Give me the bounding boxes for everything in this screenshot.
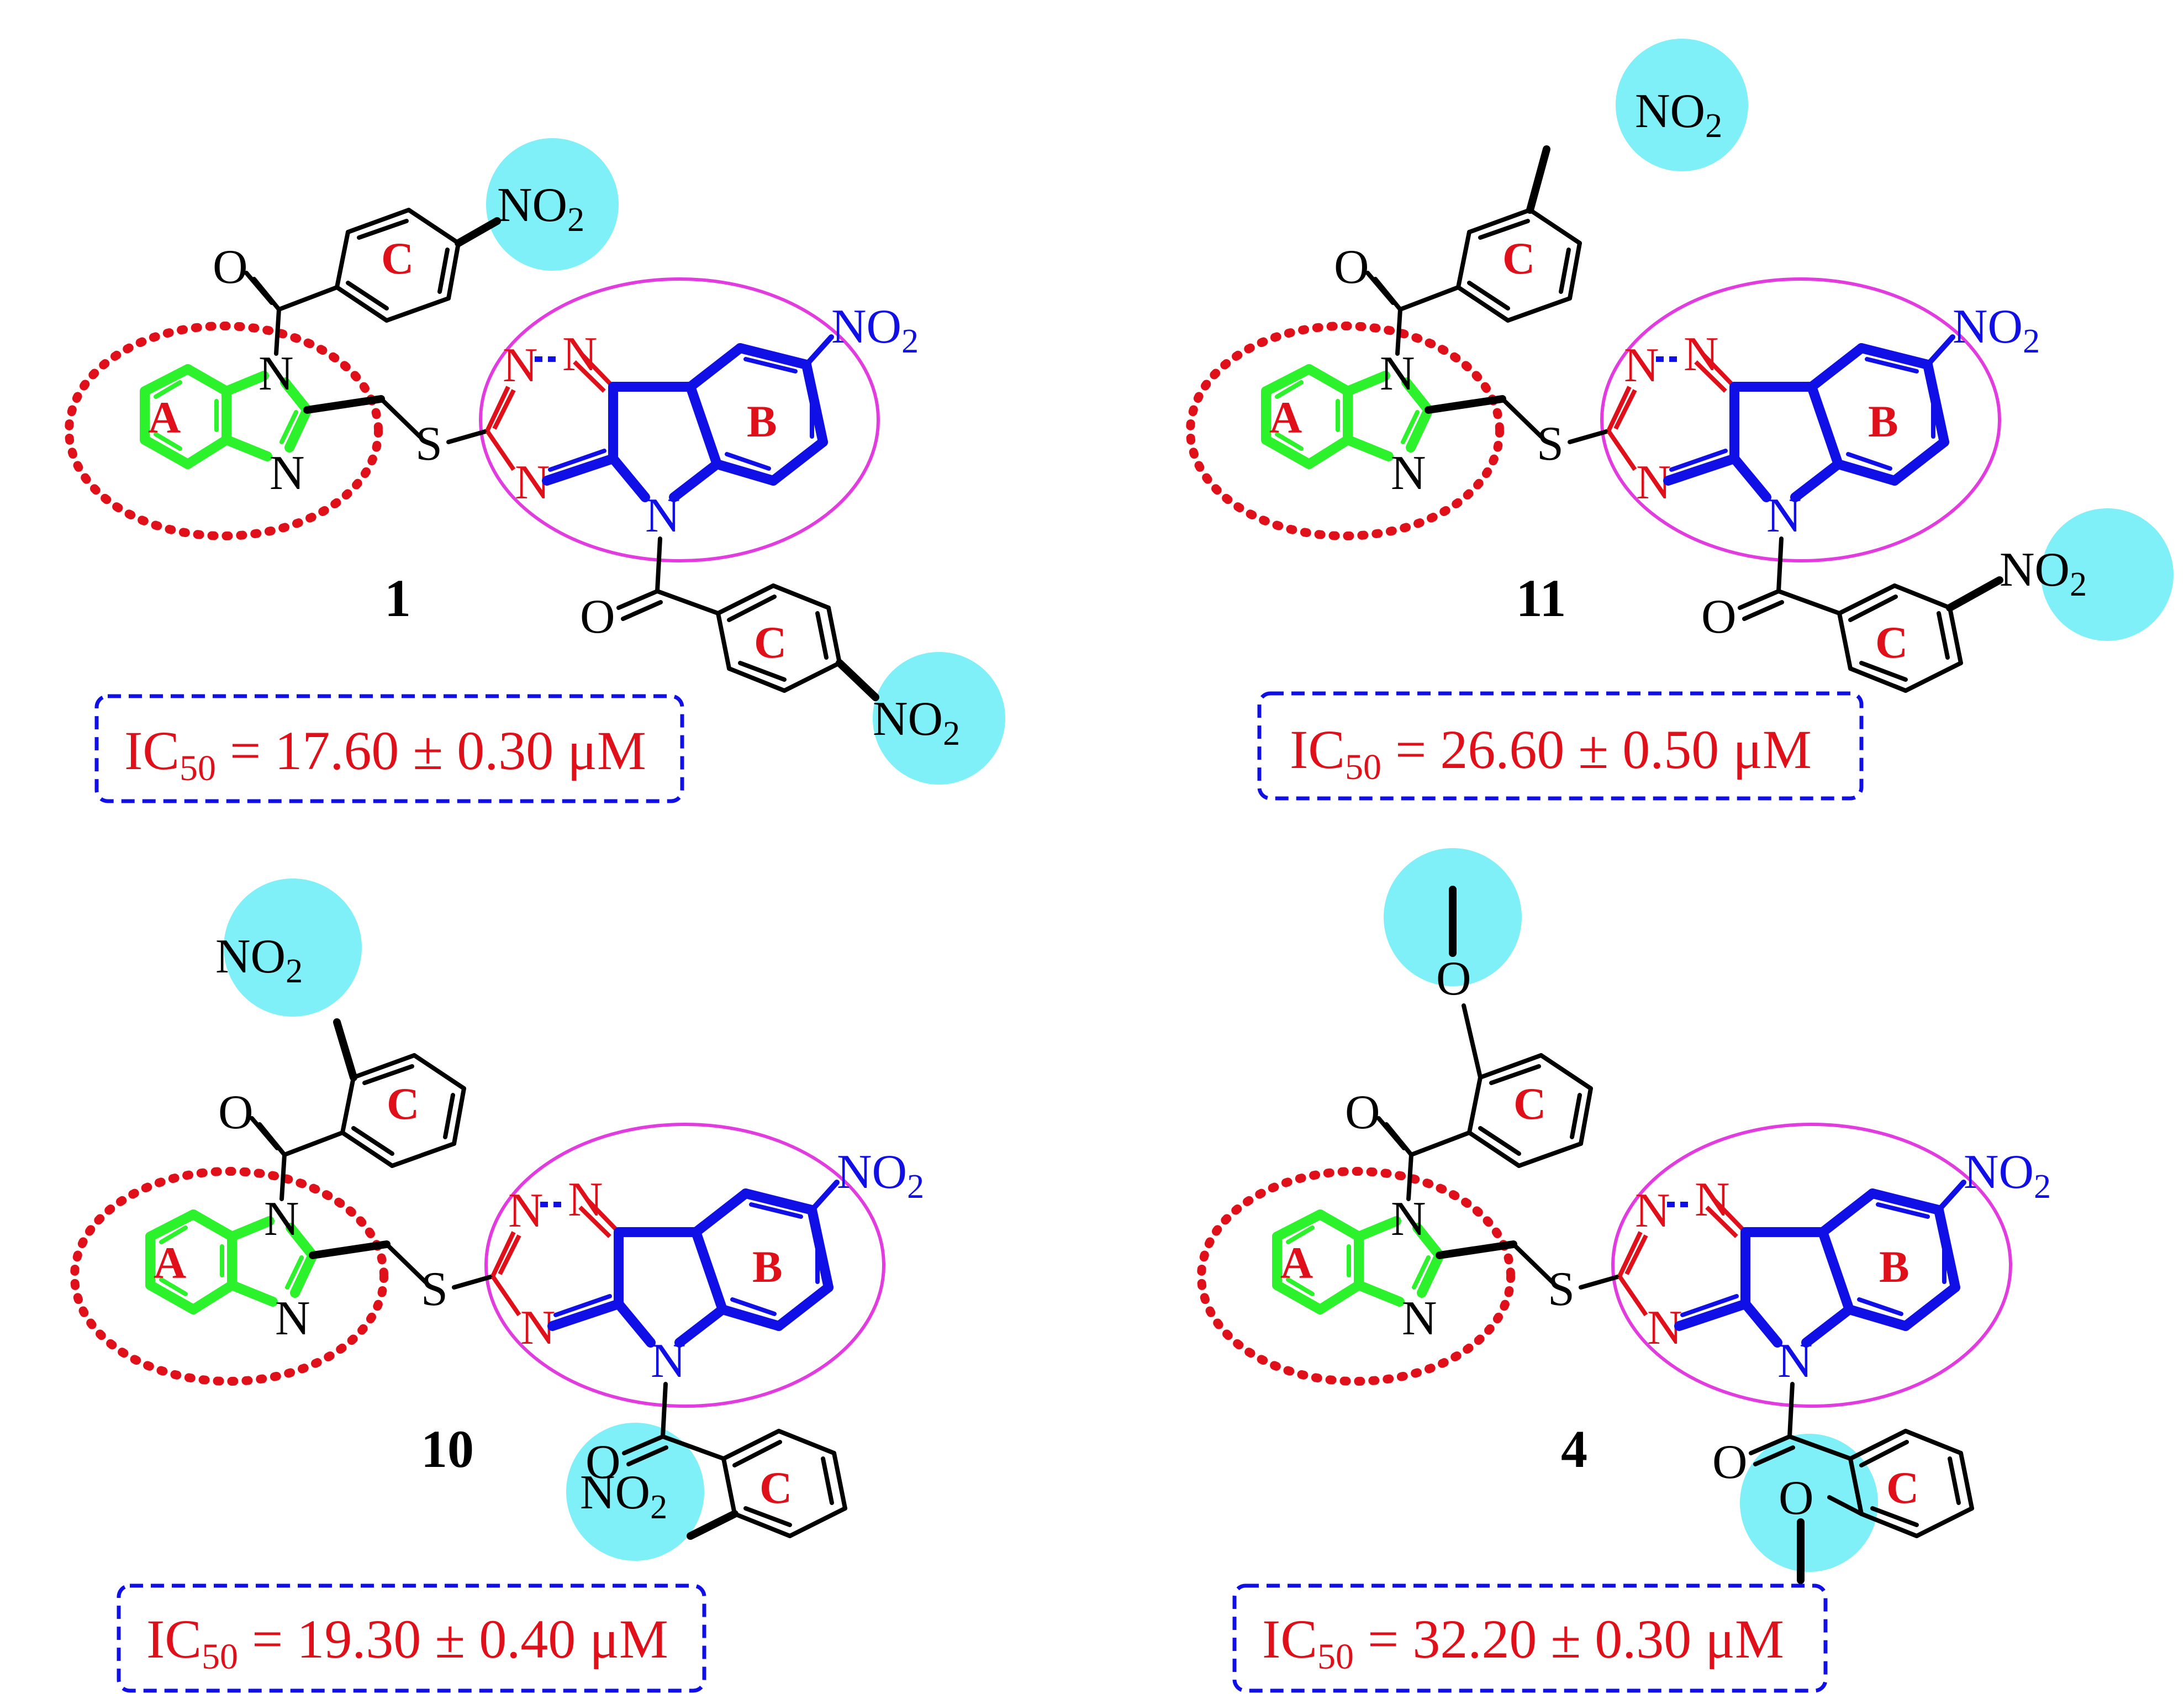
highlight-circle-top (486, 138, 619, 271)
compound-11: NO2 NO2 11 IC50 = 26.60 ± 0.50 μM (1190, 39, 2174, 801)
ic50-box (94, 694, 684, 803)
compound-number: 10 (421, 1419, 474, 1479)
ic50-label: IC50 = 26.60 ± 0.50 μM (1290, 719, 1812, 787)
ic50-box (117, 1583, 706, 1693)
nitro-c-bottom: NO2 (873, 692, 960, 753)
ic50-label: IC50 = 17.60 ± 0.30 μM (124, 720, 646, 788)
compound-number: 1 (384, 569, 411, 628)
highlight-circle-top (224, 878, 362, 1017)
nitro-c-top: NO2 (1635, 85, 1722, 145)
highlight-circle-top (1616, 39, 1748, 171)
ic50-label: IC50 = 19.30 ± 0.40 μM (146, 1608, 668, 1677)
ic50-label: IC50 = 32.20 ± 0.30 μM (1262, 1608, 1784, 1677)
compound-number: 11 (1516, 569, 1566, 628)
compound-number: 4 (1561, 1419, 1587, 1479)
methoxy-o-bottom: O (1779, 1471, 1814, 1525)
ic50-box (1232, 1583, 1828, 1693)
compound-1: NO2 NO2 1 IC50 = 17.60 ± 0.30 μM (69, 138, 1005, 803)
nitro-c-top: NO2 (497, 178, 584, 239)
ic50-box (1257, 691, 1864, 801)
nitro-c-bottom: NO2 (580, 1466, 667, 1526)
methoxy-o-top: O (1436, 952, 1471, 1006)
highlight-circle-bottom (873, 652, 1005, 785)
nitro-c-top: NO2 (215, 930, 303, 990)
highlight-circle-bottom (2041, 508, 2174, 641)
compound-4: O O 4 IC50 = 32.20 ± 0.30 μM (1201, 848, 2051, 1693)
compound-10: NO2 NO2 10 IC50 = 19.30 ± 0.40 μM (75, 878, 924, 1693)
nitro-c-bottom: NO2 (2000, 543, 2087, 603)
highlight-circle-bottom (1740, 1434, 1878, 1572)
